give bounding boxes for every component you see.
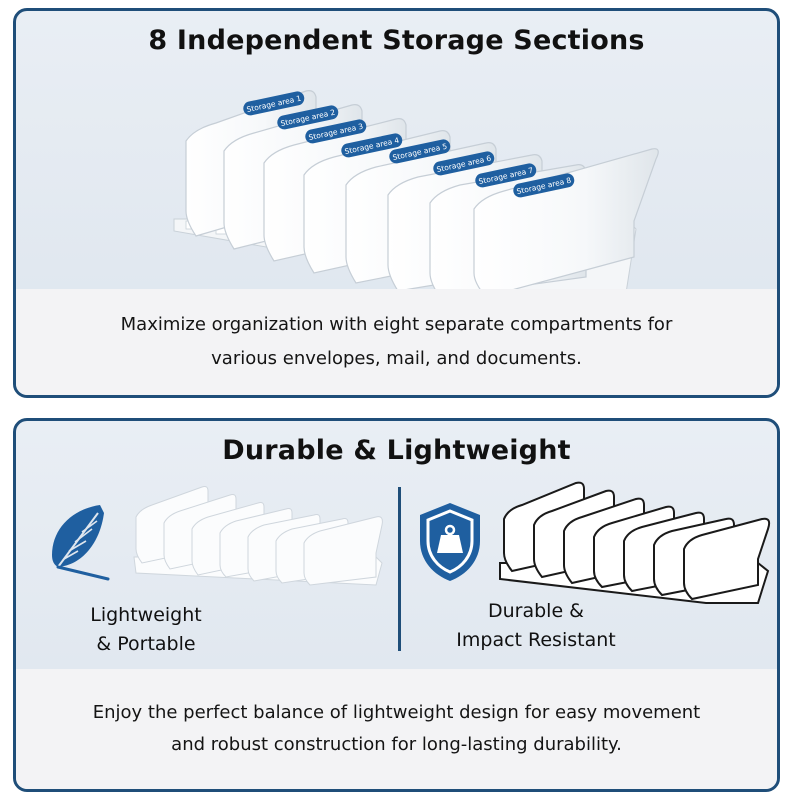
feature-divider <box>398 487 401 651</box>
durable-organizer-image <box>499 481 771 604</box>
caption-line-2: various envelopes, mail, and documents. <box>211 348 582 369</box>
caption-line-2: and robust construction for long-lasting… <box>171 734 622 755</box>
lightweight-line-2: & Portable <box>96 633 196 655</box>
storage-sections-panel: 8 Independent Storage Sections <box>13 8 780 398</box>
lightweight-feature: Lightweight & Portable <box>56 601 236 659</box>
feather-icon <box>52 505 110 581</box>
durable-line-1: Durable & <box>487 600 584 622</box>
caption-line-1: Maximize organization with eight separat… <box>120 314 673 335</box>
storage-organizer-image: Storage area 1 Storage area 2 Storage ar… <box>173 90 659 298</box>
lightweight-line-1: Lightweight <box>90 604 202 626</box>
durable-lightweight-title: Durable & Lightweight <box>222 435 571 466</box>
durable-feature: Durable & Impact Resistant <box>431 597 641 655</box>
durable-line-2: Impact Resistant <box>456 629 616 651</box>
storage-sections-caption: Maximize organization with eight separat… <box>16 289 777 395</box>
caption-line-1: Enjoy the perfect balance of lightweight… <box>92 702 701 723</box>
durable-lightweight-panel: Durable & Lightweight Lightweight & Port… <box>13 418 780 792</box>
shield-weight-icon <box>420 503 480 581</box>
durable-lightweight-caption: Enjoy the perfect balance of lightweight… <box>16 669 777 789</box>
lightweight-organizer-image <box>133 486 383 586</box>
storage-sections-title: 8 Independent Storage Sections <box>148 25 645 56</box>
